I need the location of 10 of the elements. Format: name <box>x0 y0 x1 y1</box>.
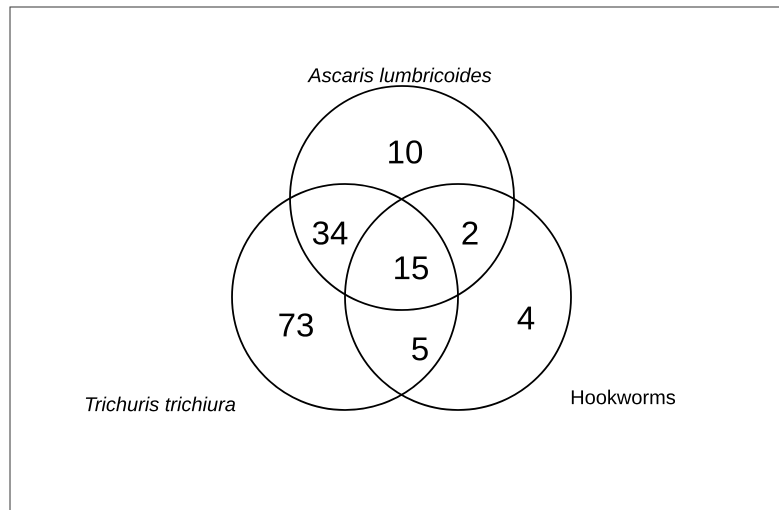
region-count: 15 <box>395 256 428 280</box>
set-label: Hookworms <box>572 390 676 404</box>
region-count: 4 <box>518 306 534 330</box>
region-count: 10 <box>389 140 422 164</box>
region-count: 34 <box>312 221 348 245</box>
region-count: 2 <box>462 221 478 245</box>
set-label: Trichuris trichiura <box>86 396 236 412</box>
set-label: Ascaris lumbricoides <box>307 68 492 82</box>
region-count: 5 <box>412 337 428 360</box>
region-count: 73 <box>279 313 313 337</box>
